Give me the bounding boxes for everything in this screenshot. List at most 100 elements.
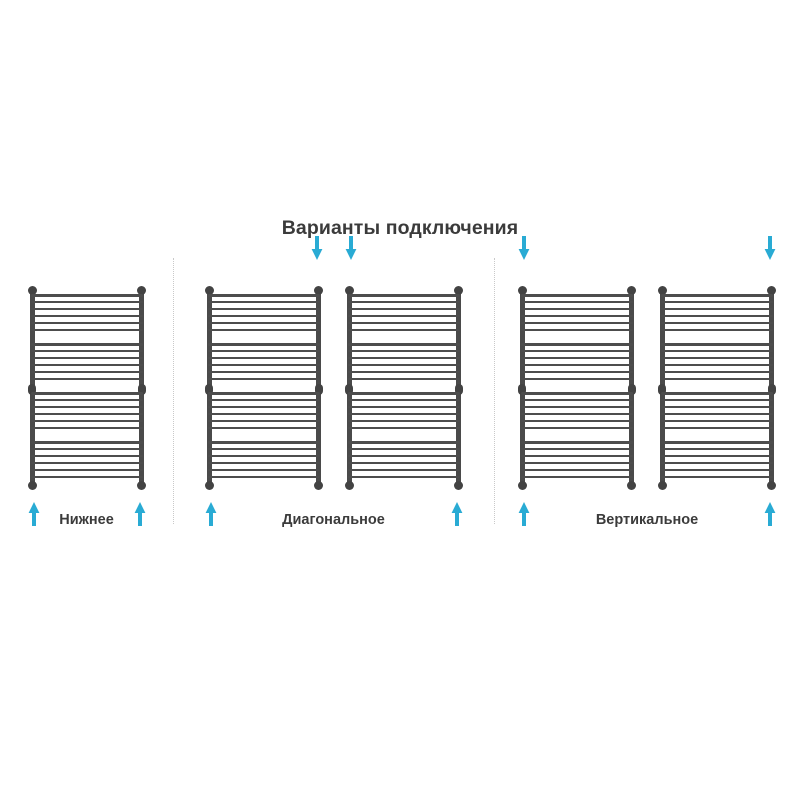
connection-node-left-top (344, 286, 354, 295)
rung-group-4 (207, 441, 320, 479)
radiator-rung (661, 447, 773, 451)
radiator-rung (521, 398, 633, 402)
radiator-rung (207, 454, 320, 458)
radiator-rung (347, 294, 460, 297)
radiator-rung (521, 349, 633, 353)
connection-node-right-top (313, 286, 323, 295)
flow-arrow-up-bottom-right (450, 500, 464, 526)
radiator-body (658, 286, 776, 490)
panel-vertical: Вертикальное (494, 236, 800, 528)
rung-group-3 (661, 392, 773, 430)
rung-group-4 (521, 441, 633, 479)
radiator-rung (347, 475, 460, 479)
radiator-rung (661, 412, 773, 416)
radiator-rung (207, 349, 320, 353)
connection-node-right-bottom (767, 481, 776, 490)
radiator-rung (347, 412, 460, 416)
radiator-rung (30, 349, 143, 353)
radiator-body (344, 286, 463, 490)
radiator-rung (30, 426, 143, 430)
rung-group-3 (347, 392, 460, 430)
rung-group-3 (207, 392, 320, 430)
radiator-rung (207, 405, 320, 409)
radiator-rung (661, 398, 773, 402)
flow-arrow-up-bottom-left (517, 500, 531, 526)
radiator-rung (347, 370, 460, 374)
connection-node-right-bottom (453, 481, 463, 490)
rung-group-4 (661, 441, 773, 479)
radiator-rung (30, 405, 143, 409)
radiator-rung (661, 475, 773, 479)
rung-group-4 (347, 441, 460, 479)
radiator-rung (521, 392, 633, 395)
radiator-rung (521, 454, 633, 458)
radiator-rung (30, 454, 143, 458)
radiator-rung (347, 321, 460, 325)
panel-divider-2 (494, 258, 495, 524)
radiator-rung (207, 441, 320, 444)
radiator-rung (30, 392, 143, 395)
radiator-rung (347, 454, 460, 458)
radiator-rung (661, 392, 773, 395)
radiator-rung (521, 328, 633, 332)
radiator-rung (207, 426, 320, 430)
radiator-diagonal-unit-2 (344, 236, 463, 526)
connection-node-left-middle (27, 384, 36, 395)
rung-group-2 (207, 343, 320, 381)
connection-node-left-bottom (204, 481, 214, 490)
flow-arrow-up-bottom-left (27, 500, 41, 526)
radiator-rung (347, 398, 460, 402)
radiator-rung (661, 454, 773, 458)
radiator-rung (347, 461, 460, 465)
radiator-rung (521, 370, 633, 374)
radiator-rung (347, 405, 460, 409)
connection-node-left-middle (518, 384, 526, 395)
rung-group-2 (30, 343, 143, 381)
connection-node-right-middle (137, 384, 146, 395)
radiator-rung (30, 300, 143, 304)
radiator-rung (521, 321, 633, 325)
radiator-rung (347, 392, 460, 395)
radiator-rung (207, 461, 320, 465)
radiator-rung (521, 426, 633, 430)
radiator-rung (347, 441, 460, 444)
radiator-rung (661, 363, 773, 367)
panel-bottom: Нижнее (0, 264, 173, 528)
panel-diagonal-units (173, 236, 494, 526)
panel-diagonal: Диагональное (173, 236, 494, 528)
flow-arrow-up-bottom-right (763, 500, 777, 526)
radiator-rung (347, 447, 460, 451)
radiator-rung (661, 321, 773, 325)
radiator-body (204, 286, 323, 490)
radiator-rung (30, 370, 143, 374)
radiator-rung (347, 468, 460, 472)
connection-node-right-bottom (313, 481, 323, 490)
radiator-rung (347, 328, 460, 332)
radiator-rung (207, 412, 320, 416)
radiator-rung (521, 363, 633, 367)
radiator-rung (347, 349, 460, 353)
connection-node-right-top (767, 286, 776, 295)
flow-arrow-down-top-left (344, 236, 358, 262)
radiator-rung (661, 441, 773, 444)
radiator-rung (521, 461, 633, 465)
panel-vertical-units (494, 236, 800, 526)
radiator-rung (30, 307, 143, 311)
radiator-rung (207, 475, 320, 479)
radiator-rung (30, 475, 143, 479)
radiator-rung (207, 321, 320, 325)
radiator-rung (207, 447, 320, 451)
radiator-rung (347, 363, 460, 367)
connection-node-left-middle (658, 384, 666, 395)
radiator-rung (347, 300, 460, 304)
connection-node-right-middle (454, 384, 463, 395)
radiator-rung (30, 419, 143, 423)
radiator-rung (521, 307, 633, 311)
radiator-rung (30, 377, 143, 381)
radiator-rung (30, 398, 143, 402)
radiator-diagonal-unit-1 (204, 236, 323, 526)
connection-node-left-top (518, 286, 527, 295)
connection-node-left-top (204, 286, 214, 295)
flow-arrow-down-top-left (517, 236, 531, 262)
radiator-rung (521, 300, 633, 304)
